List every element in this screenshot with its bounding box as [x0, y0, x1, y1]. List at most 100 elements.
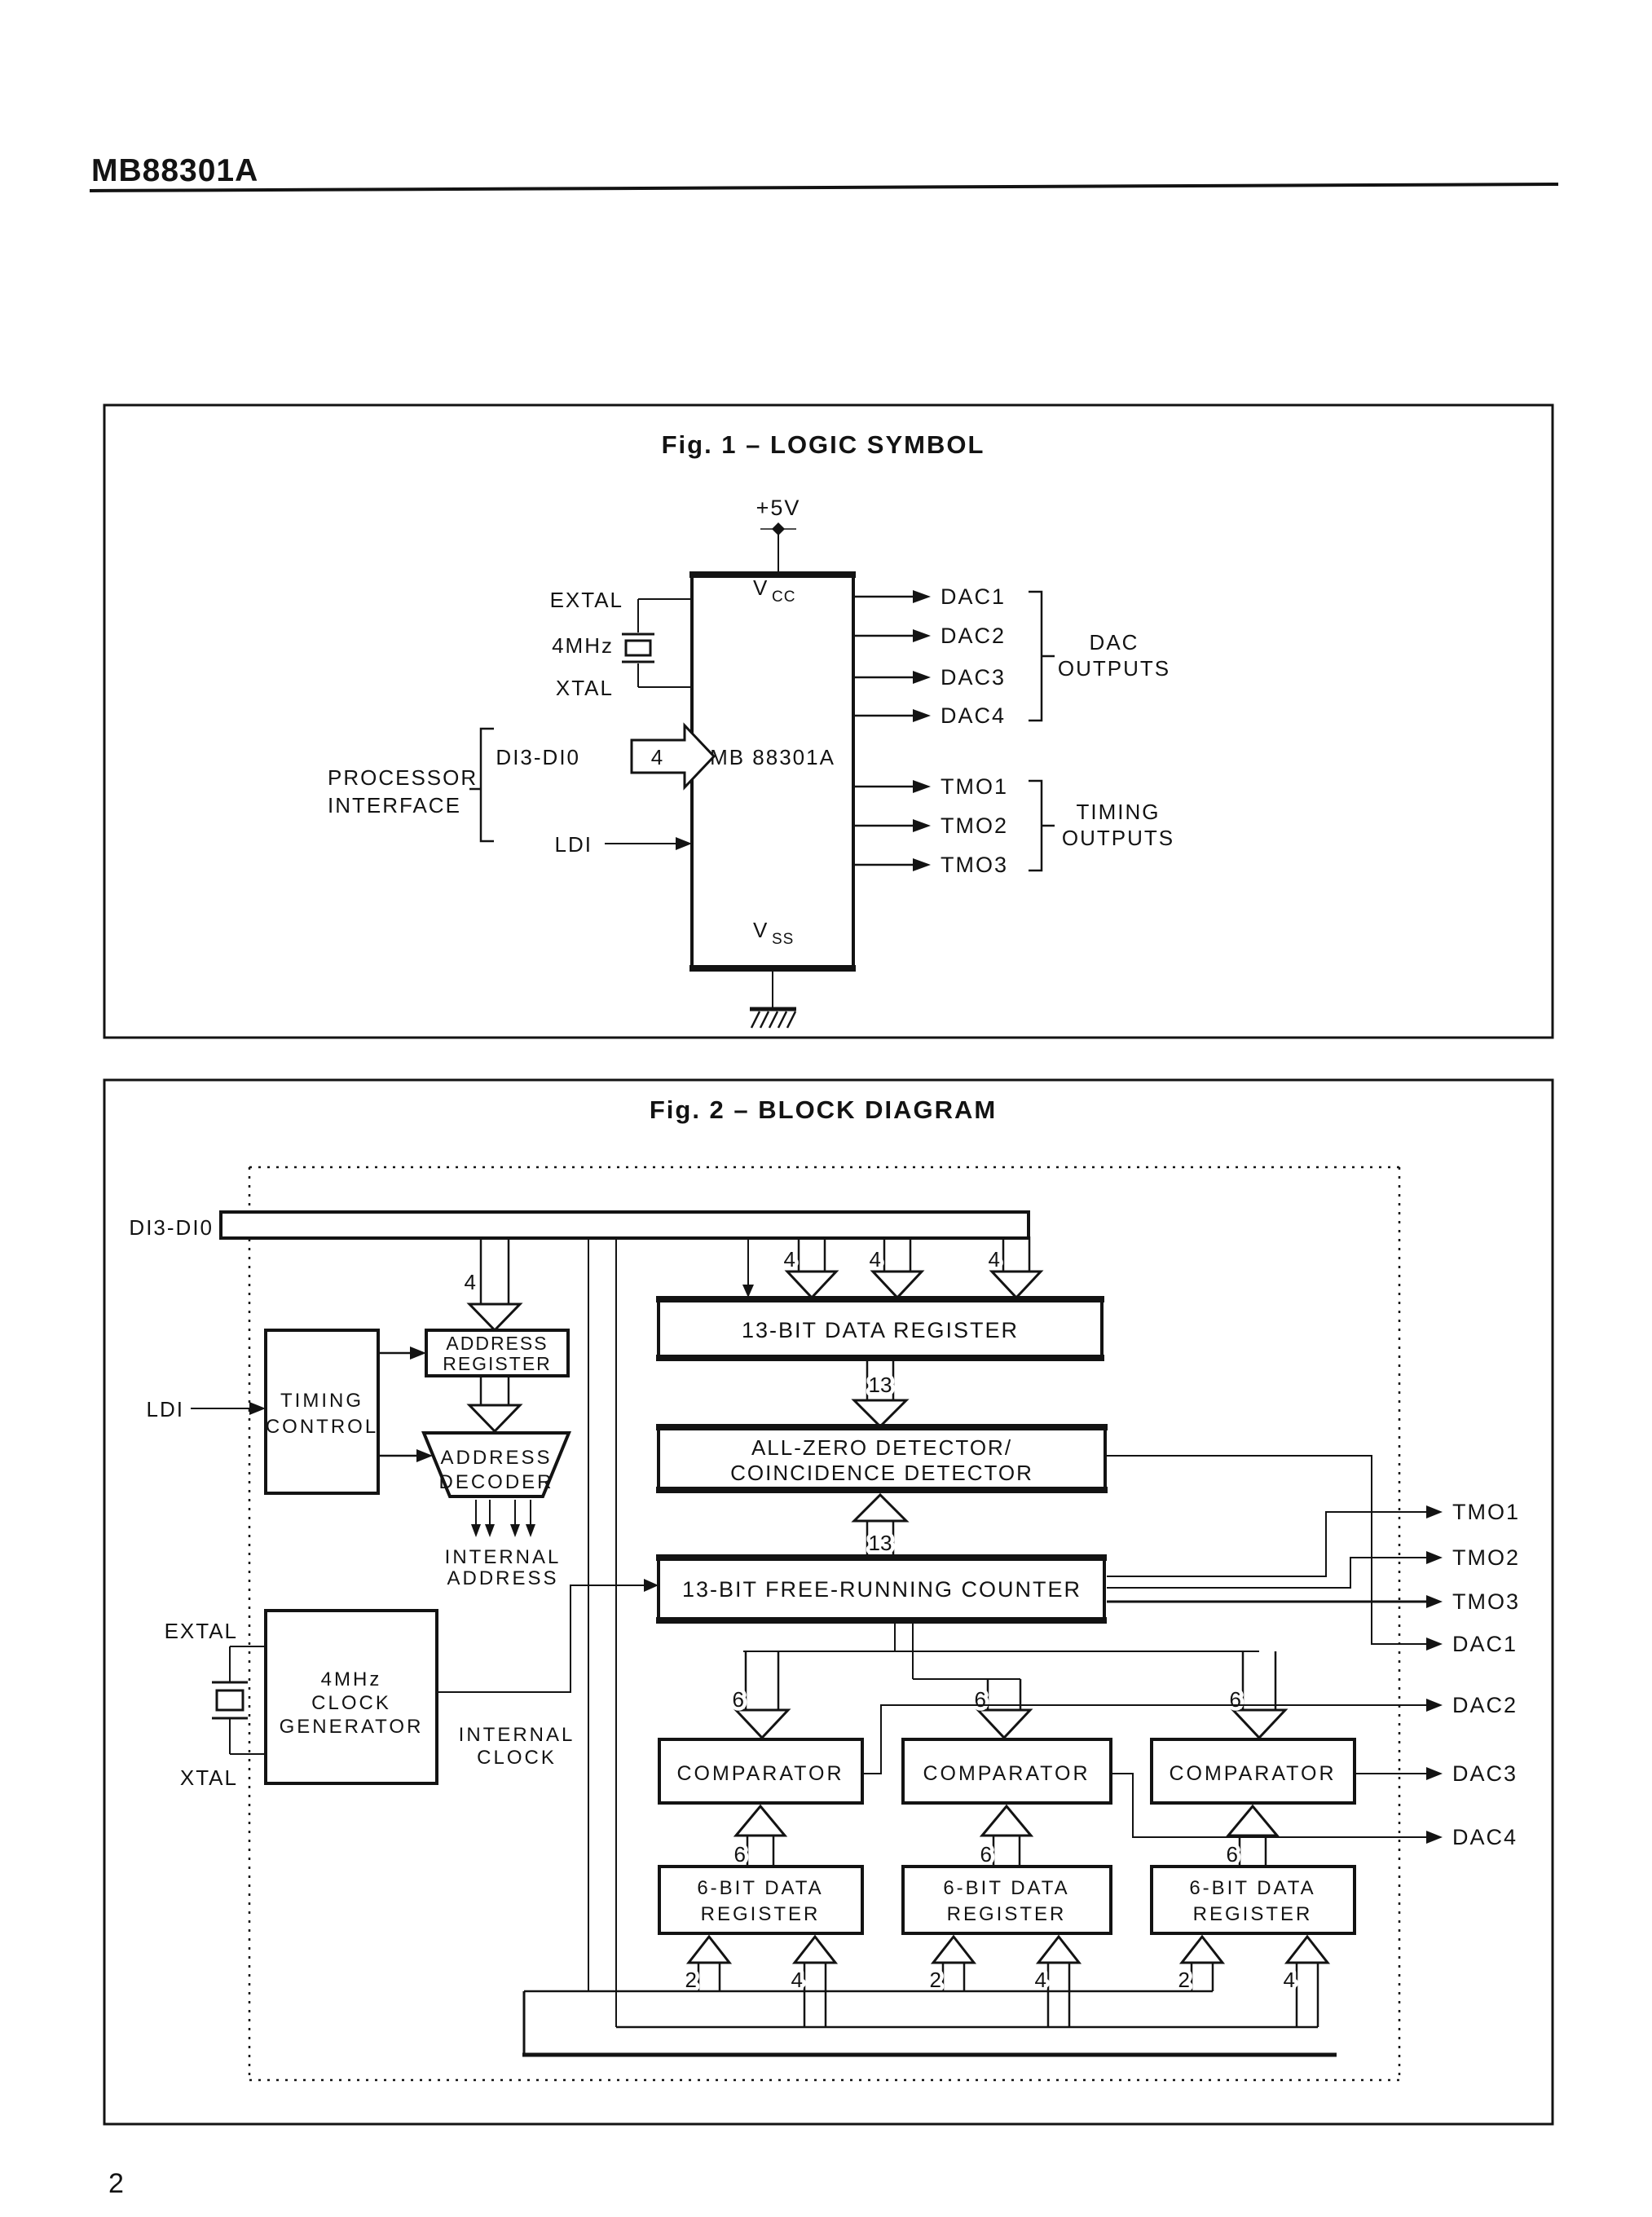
bus-arrowhead	[1230, 1708, 1289, 1740]
data-bus-label: DI3-DI0	[129, 1215, 214, 1240]
detector-label-2: COINCIDENCE DETECTOR	[730, 1461, 1033, 1485]
vcc-pin-label: V	[753, 575, 769, 600]
bus-arrowhead	[1178, 1934, 1226, 1964]
bus-width: 6	[734, 1842, 746, 1867]
arrowhead	[913, 709, 931, 722]
bus-arrowhead	[851, 1492, 910, 1523]
page-title: MB88301A	[91, 153, 258, 188]
chip-body	[690, 571, 855, 972]
dac4-label: DAC4	[941, 703, 1006, 728]
bus-arrowhead	[733, 1708, 791, 1740]
arrowhead	[416, 1449, 433, 1462]
bus-width: 4	[1284, 1968, 1295, 1992]
tmo2-wire	[1107, 1557, 1428, 1589]
clock-generator-label-3: GENERATOR	[280, 1716, 424, 1738]
tmo-group-label-2: OUTPUTS	[1062, 826, 1174, 850]
bus-arrowhead	[1284, 1934, 1331, 1964]
timing-control-block	[264, 1329, 380, 1495]
timing-outputs: TMO1 TMO2 TMO3 TIMING OUTPUTS	[853, 774, 1174, 877]
bus-arrowhead	[930, 1934, 977, 1964]
comparator-2-label: COMPARATOR	[923, 1762, 1090, 1785]
dac2-label: DAC2	[1452, 1693, 1518, 1717]
chip-boundary-dotted	[248, 1166, 1401, 2082]
register-to-detector-bus: 13	[851, 1361, 910, 1429]
data-register-3-label-2: REGISTER	[1193, 1903, 1313, 1925]
tmo1-label: TMO1	[941, 774, 1008, 799]
dac1-wire	[1105, 1455, 1428, 1645]
register-input-buses: 2 4 2 4 2 4	[522, 1934, 1337, 2057]
bus-arrowhead	[784, 1270, 839, 1300]
extal-label: EXTAL	[165, 1619, 238, 1643]
xtal-label: XTAL	[556, 676, 614, 700]
ground-hatch	[768, 1011, 779, 1029]
comparator-1-block	[658, 1738, 864, 1805]
bus-arrowhead	[685, 1934, 733, 1964]
bus-arrowhead	[1225, 1804, 1280, 1837]
fig1-title: Fig. 1 – LOGIC SYMBOL	[662, 430, 985, 459]
clock-generator-label-2: CLOCK	[311, 1692, 391, 1714]
arrowhead	[742, 1285, 754, 1298]
bus-width: 6	[1230, 1687, 1241, 1712]
arrowhead	[913, 590, 931, 603]
dac3-label: DAC3	[941, 665, 1006, 690]
register-to-decoder-bus	[466, 1376, 523, 1434]
chip-name: MB 88301A	[710, 745, 835, 769]
bus-arrowhead	[1035, 1934, 1082, 1964]
data-register-2-label-2: REGISTER	[947, 1903, 1067, 1925]
dac-group-label-2: OUTPUTS	[1058, 656, 1170, 681]
ldi-label: LDI	[555, 832, 593, 857]
internal-clock-label-1: INTERNAL	[459, 1724, 575, 1746]
arrowhead	[913, 629, 931, 642]
dac-outputs: DAC1 DAC2 DAC3 DAC4 DAC OUTPUTS	[853, 584, 1170, 728]
arrowhead	[1426, 1699, 1443, 1712]
proc-if-label-1: PROCESSOR	[328, 765, 478, 790]
dac1-label: DAC1	[941, 584, 1006, 609]
address-register-label-2: REGISTER	[443, 1353, 552, 1374]
data-input-bus	[219, 1210, 1030, 1240]
data-bus-label: DI3-DI0	[496, 745, 580, 769]
arrowhead	[1426, 1767, 1443, 1780]
bus-arrowhead	[870, 1270, 925, 1300]
data-bus-width: 4	[651, 745, 663, 769]
internal-address-label-2: ADDRESS	[447, 1567, 558, 1589]
bus-arrowhead	[851, 1399, 910, 1429]
ground-icon	[750, 1007, 797, 1029]
bus-width: 6	[733, 1687, 744, 1712]
comparator-2-block	[901, 1738, 1112, 1805]
supply-label: +5V	[756, 496, 801, 520]
tmo1-label: TMO1	[1452, 1500, 1520, 1524]
dac3-label: DAC3	[1452, 1761, 1518, 1786]
arrowhead	[644, 1579, 659, 1592]
ground-hatch	[777, 1011, 788, 1029]
dac1-label: DAC1	[1452, 1632, 1518, 1656]
arrowhead	[913, 671, 931, 684]
bus-to-address-register: 4	[460, 1236, 523, 1333]
ground-hatch	[759, 1011, 770, 1029]
bus-arrowhead	[975, 1708, 1033, 1740]
bus-width: 4	[784, 1247, 795, 1272]
crystal-body	[624, 639, 652, 657]
data-register-1-label-1: 6-BIT DATA	[697, 1877, 823, 1899]
extal-label: EXTAL	[550, 588, 623, 612]
bus-arrowhead	[979, 1804, 1034, 1837]
bus-width: 4	[791, 1968, 803, 1992]
arrowhead	[913, 858, 931, 871]
tmo2-label: TMO2	[941, 813, 1008, 838]
arrowhead	[1426, 1831, 1443, 1844]
xtal-label: XTAL	[180, 1765, 238, 1790]
dac4-wire	[1111, 1773, 1428, 1838]
ldi-label: LDI	[147, 1397, 184, 1421]
crystal-icon	[622, 632, 654, 663]
bus-width: 4	[1035, 1968, 1046, 1992]
dac2-wire	[862, 1704, 1428, 1774]
internal-clock-wire	[437, 1585, 652, 1693]
bus-width: 4	[989, 1247, 1000, 1272]
detector-label-1: ALL-ZERO DETECTOR/	[751, 1435, 1012, 1460]
ground-hatch	[750, 1011, 761, 1029]
counter-distribution-bus: 6 6 6	[729, 1624, 1289, 1740]
arrowhead	[1426, 1595, 1443, 1608]
arrowhead	[913, 780, 931, 793]
supply-node-icon	[772, 522, 785, 536]
